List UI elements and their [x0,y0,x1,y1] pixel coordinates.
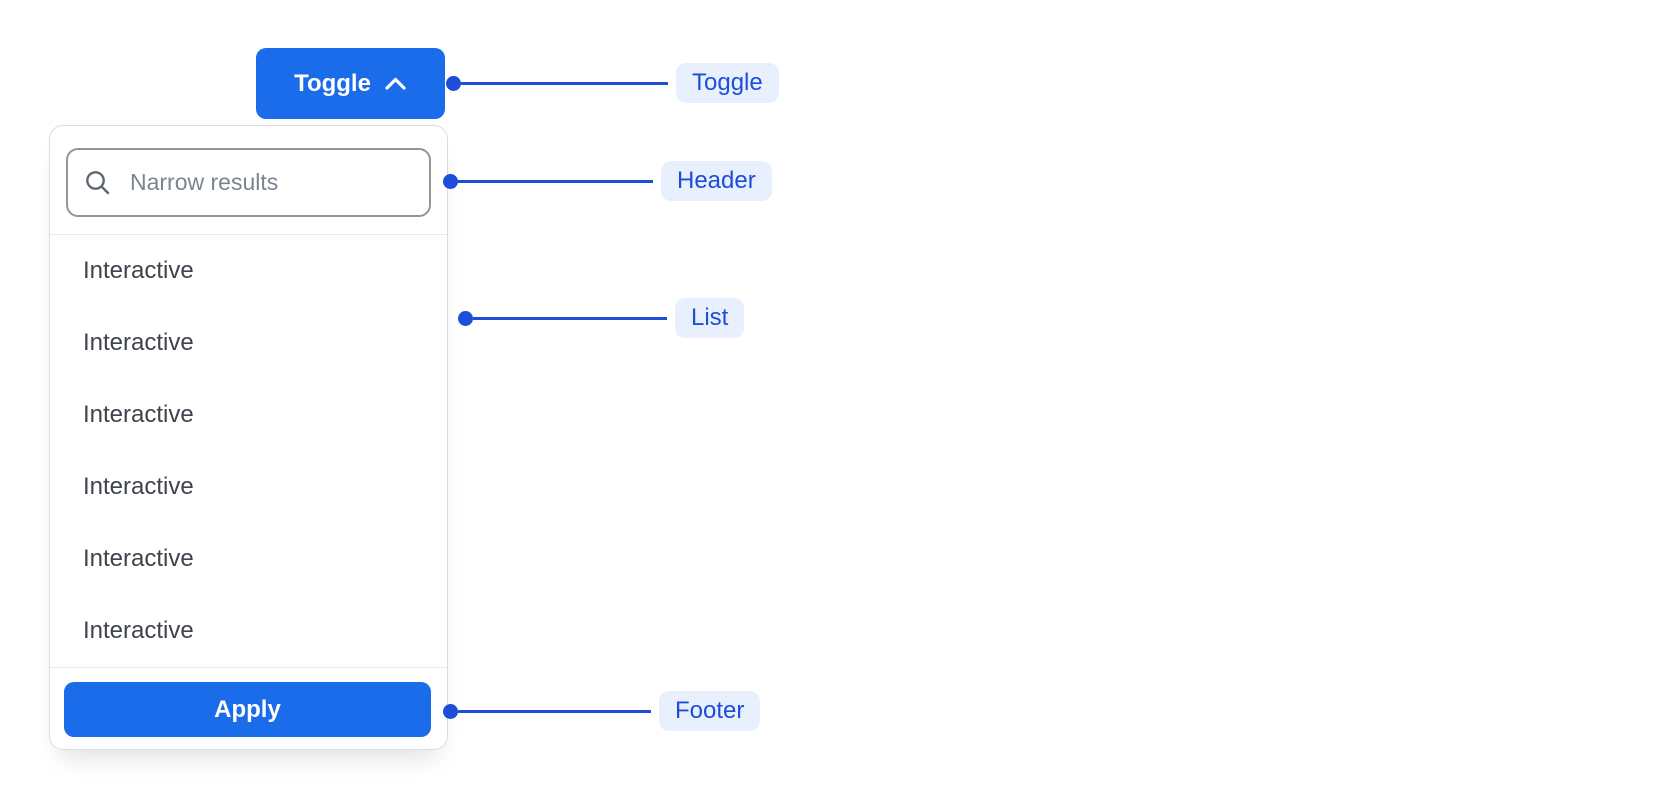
toggle-button-label: Toggle [294,69,371,97]
annotation-header: Header [443,160,772,202]
dropdown-panel: Interactive Interactive Interactive Inte… [49,125,448,750]
connector-line [458,179,653,183]
chevron-up-icon [384,76,407,91]
search-icon [84,169,111,196]
list-item[interactable]: Interactive [83,545,194,572]
annotation-footer: Footer [443,690,761,732]
toggle-button[interactable]: Toggle [256,48,445,119]
annotation-badge-toggle: Toggle [676,63,779,103]
annotation-badge-header: Header [661,161,772,201]
connector-dot [446,75,461,91]
connector-dot [443,703,458,719]
apply-button[interactable]: Apply [64,682,431,737]
search-input[interactable] [128,168,413,197]
dropdown-footer: Apply [50,667,447,750]
annotation-badge-list: List [675,298,745,338]
dropdown-header [50,126,447,235]
list-item[interactable]: Interactive [83,401,194,428]
list-item[interactable]: Interactive [83,257,194,284]
list-item[interactable]: Interactive [83,473,194,500]
list-item[interactable]: Interactive [83,329,194,356]
connector-dot [443,173,458,189]
connector-line [461,81,668,85]
connector-line [473,316,667,320]
list-item[interactable]: Interactive [83,617,194,644]
connector-line [458,709,651,713]
annotation-list: List [458,297,745,339]
annotation-badge-footer: Footer [659,691,761,731]
connector-dot [458,310,473,326]
annotation-toggle: Toggle [446,62,779,104]
dropdown-list: Interactive Interactive Interactive Inte… [50,235,447,667]
search-box[interactable] [66,148,431,217]
